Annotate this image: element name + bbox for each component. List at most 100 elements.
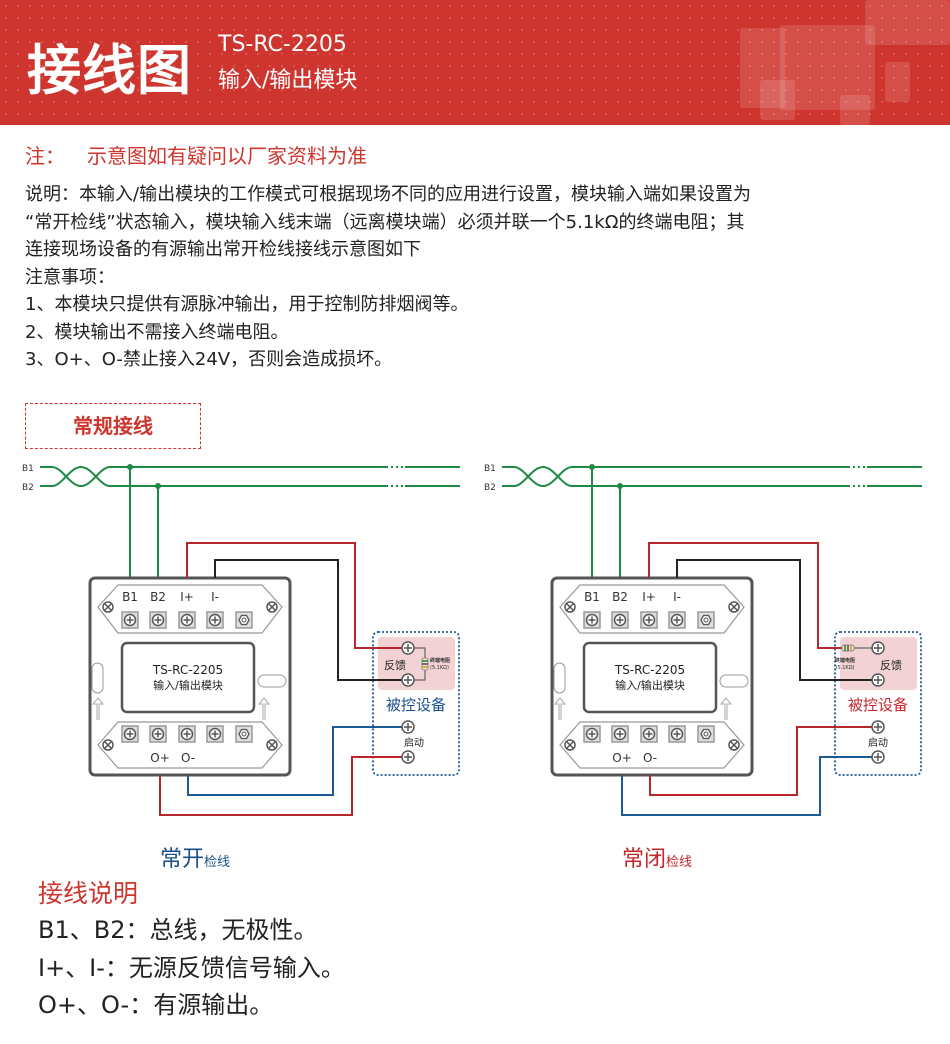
terminal-label: I- — [673, 590, 681, 604]
legend-title: 接线说明 — [38, 879, 139, 908]
caption-main: 常闭 — [622, 847, 666, 872]
description-line: “常开检线”状态输入，模块输入线末端（远离模块端）必须并联一个5.1kΩ的终端电… — [25, 211, 745, 233]
resistor-label: 终端电阻 — [834, 657, 855, 664]
module-model-label: TS-RC-2205 — [614, 663, 685, 677]
caption-sub: 检线 — [666, 855, 692, 870]
start-terminal-icon — [871, 720, 885, 734]
screw-terminal-icon — [611, 611, 629, 629]
bus-b1-line — [40, 466, 460, 488]
resistor-icon — [421, 657, 429, 671]
terminal-label: B1 — [122, 590, 138, 604]
description-line: 3、O+、O-禁止接入24V，否则会造成损坏。 — [25, 349, 393, 370]
resistor-value: (5.1KΩ) — [836, 665, 855, 671]
terminal-label: O+ — [150, 751, 170, 765]
legend-line: I+、I-：无源反馈信号输入。 — [38, 954, 345, 982]
arrow-up-icon — [553, 697, 567, 720]
note-label: 注： — [25, 144, 65, 168]
mounting-screw-icon — [728, 601, 740, 613]
wire-output-plus — [159, 756, 402, 816]
wire-feedback-plus — [186, 542, 402, 649]
wire-feedback-plus — [648, 542, 842, 649]
terminal-label: I- — [211, 590, 219, 604]
description-line: 注意事项： — [25, 266, 115, 288]
mounting-slot-icon — [91, 662, 104, 694]
screw-terminal-icon — [206, 725, 224, 743]
terminal-label: O- — [643, 751, 657, 765]
terminal-label: B2 — [150, 590, 166, 604]
product-model: TS-RC-2205 — [218, 32, 347, 57]
screw-terminal-icon — [149, 611, 167, 629]
feedback-terminal-icon — [871, 673, 885, 687]
screw-terminal-icon — [149, 725, 167, 743]
feedback-area — [378, 637, 455, 690]
description-line: 1、本模块只提供有源脉冲输出，用于控制防排烟阀等。 — [25, 294, 469, 315]
nut-terminal-icon — [235, 611, 253, 629]
mounting-screw-icon — [266, 601, 278, 613]
note-text: 示意图如有疑问以厂家资料为准 — [87, 144, 367, 168]
bus-b2-line — [40, 465, 460, 487]
mounting-slot-icon — [257, 674, 287, 688]
caption-sub: 检线 — [204, 855, 230, 870]
mounting-slot-icon — [553, 662, 566, 694]
legend-line: B1、B2：总线，无极性。 — [38, 916, 318, 944]
resistor-icon — [841, 644, 855, 652]
screw-terminal-icon — [178, 725, 196, 743]
arrow-up-icon — [257, 697, 271, 720]
feedback-label: 反馈 — [384, 659, 406, 672]
nut-terminal-icon — [235, 725, 253, 743]
module-label-panel — [120, 641, 256, 714]
screw-terminal-icon — [668, 725, 686, 743]
start-terminal-icon — [871, 750, 885, 764]
bus-label-b1: B1 — [484, 464, 496, 474]
bus-b1-line — [502, 466, 922, 488]
mounting-screw-icon — [266, 739, 278, 751]
screw-terminal-icon — [121, 611, 139, 629]
controlled-device-box — [834, 631, 922, 776]
bus-b2-line — [502, 465, 922, 487]
module-label-panel — [582, 641, 718, 714]
legend-line: O+、O-：有源输出。 — [38, 991, 274, 1019]
product-name: 输入/输出模块 — [218, 68, 358, 93]
terminal-label: B2 — [612, 590, 628, 604]
screw-terminal-icon — [206, 611, 224, 629]
module-model-label: TS-RC-2205 — [152, 663, 223, 677]
feedback-terminal-icon — [871, 641, 885, 655]
arrow-up-icon — [91, 697, 105, 720]
wire-feedback-minus — [214, 559, 402, 681]
feedback-terminal-icon — [401, 673, 415, 687]
controlled-device-box — [372, 631, 460, 776]
feedback-label: 反馈 — [880, 659, 902, 672]
feedback-area — [840, 637, 917, 690]
module-name-label: 输入/输出模块 — [153, 678, 223, 692]
mounting-screw-icon — [728, 739, 740, 751]
arrow-up-icon — [719, 697, 733, 720]
header-banner: 接线图 TS-RC-2205 输入/输出模块 — [0, 0, 950, 125]
description-line: 连接现场设备的有源输出常开检线接线示意图如下 — [25, 239, 421, 260]
wire-output-plus — [621, 756, 872, 816]
screw-terminal-icon — [668, 611, 686, 629]
mounting-screw-icon — [564, 601, 576, 613]
start-label: 启动 — [868, 736, 888, 749]
module-name-label: 输入/输出模块 — [615, 678, 685, 692]
mounting-screw-icon — [102, 601, 114, 613]
start-terminal-icon — [401, 720, 415, 734]
section-tag: 常规接线 — [25, 403, 201, 449]
terminal-label: I+ — [642, 590, 656, 604]
screw-terminal-icon — [583, 725, 601, 743]
wire-feedback-minus — [676, 559, 872, 681]
bus-label-b1: B1 — [22, 464, 34, 474]
device-label: 被控设备 — [848, 696, 908, 714]
page-title: 接线图 — [27, 39, 192, 102]
bus-label-b2: B2 — [484, 483, 496, 493]
start-terminal-icon — [401, 750, 415, 764]
resistor-label: 终端电阻 — [429, 657, 450, 664]
screw-terminal-icon — [178, 611, 196, 629]
resistor-value: (5.1KΩ) — [430, 665, 449, 671]
wire-output-minus — [649, 726, 872, 796]
caption-main: 常开 — [160, 847, 204, 872]
bus-label-b2: B2 — [22, 483, 34, 493]
nut-terminal-icon — [697, 725, 715, 743]
